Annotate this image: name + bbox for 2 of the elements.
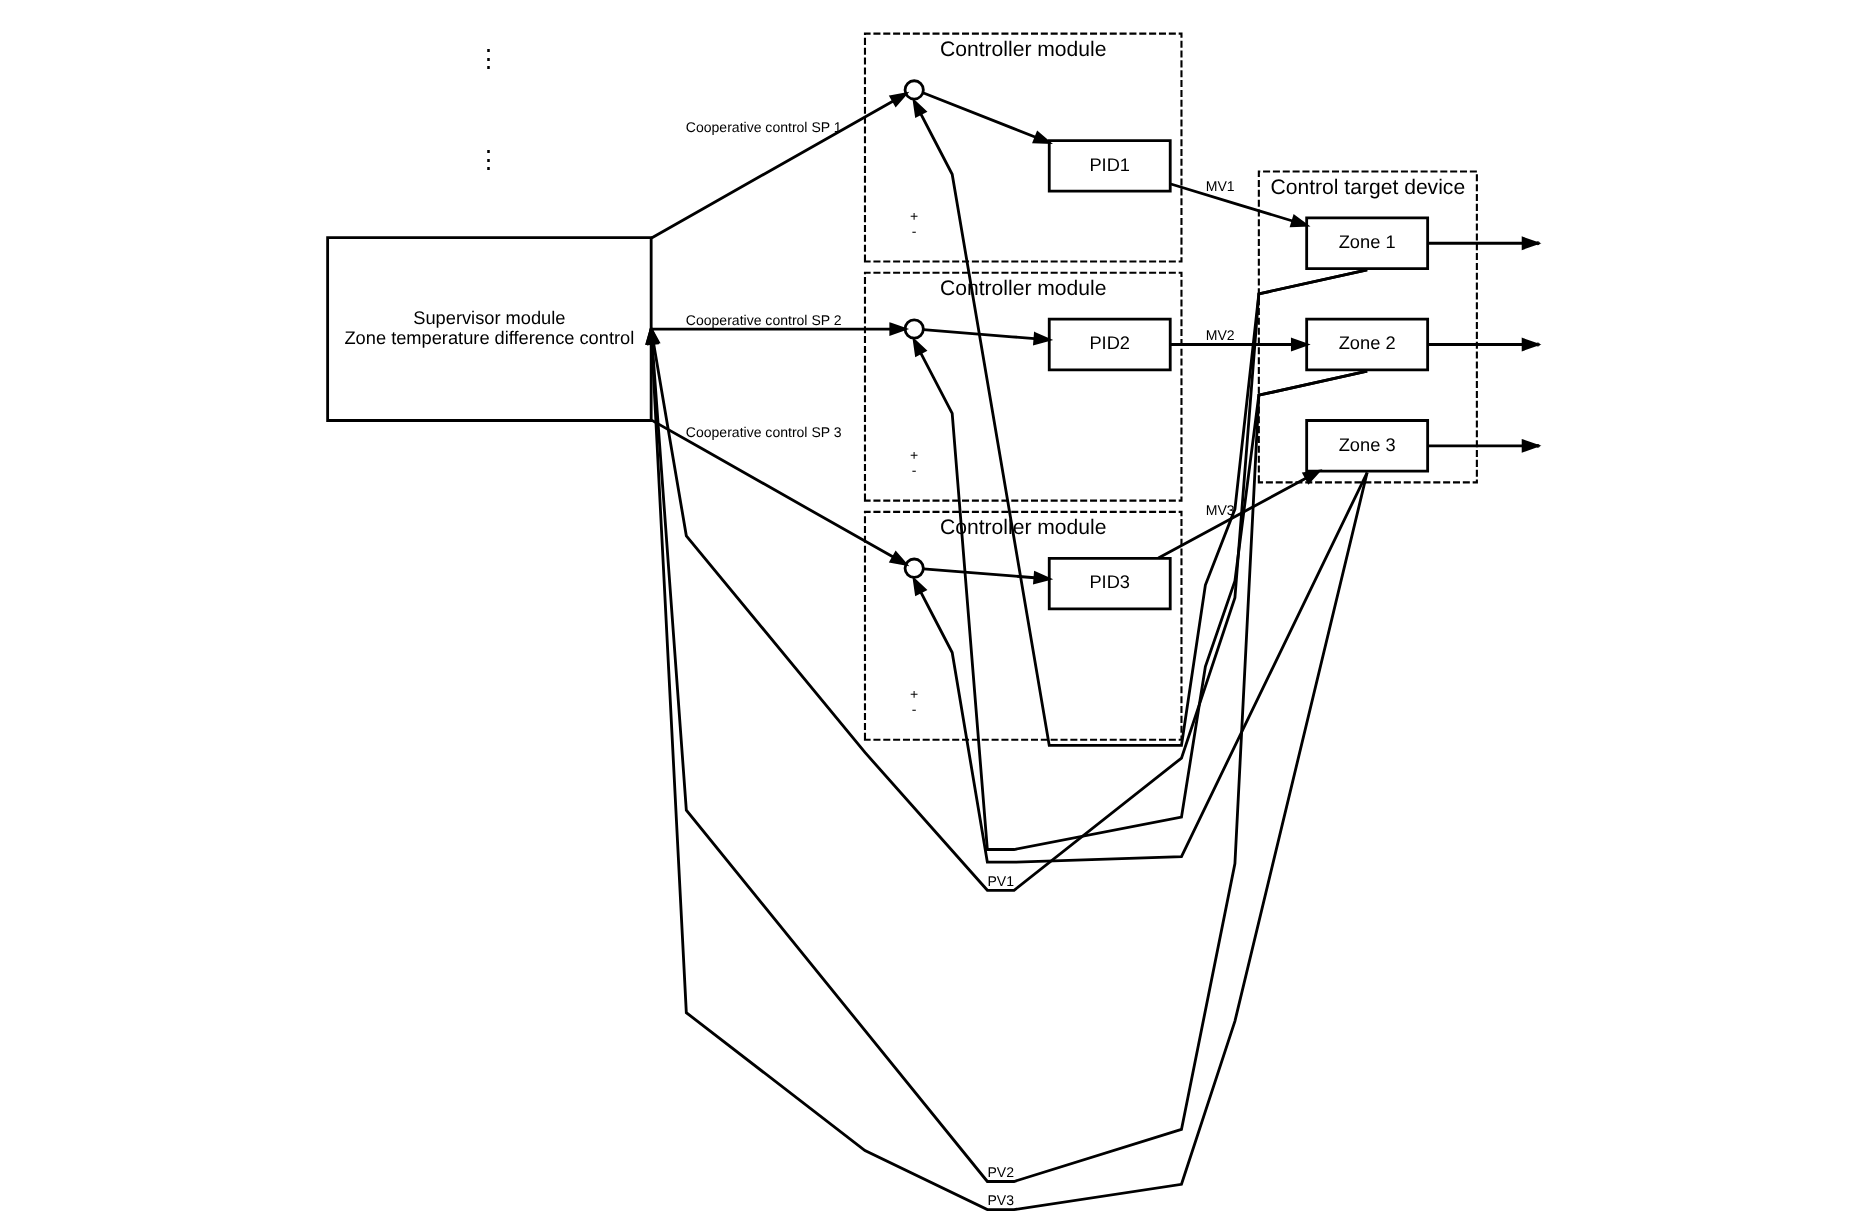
label: ⋮ [475,44,502,73]
label: ⋮ [475,145,502,174]
